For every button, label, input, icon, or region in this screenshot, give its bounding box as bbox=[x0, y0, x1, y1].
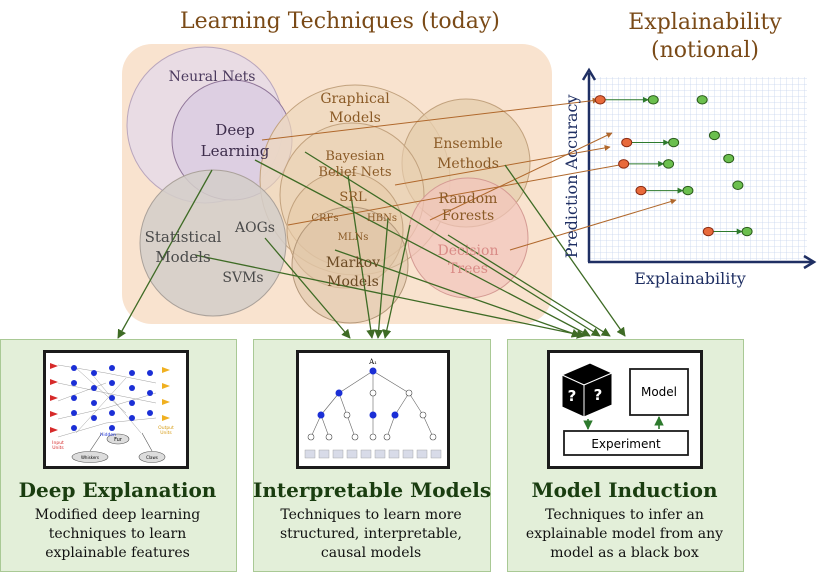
markov-label-2: Models bbox=[327, 274, 379, 290]
brown-arrows bbox=[261, 97, 677, 251]
interpretable-models-title: Interpretable Models bbox=[253, 478, 492, 502]
explainability-title-line2: (notional) bbox=[650, 38, 760, 63]
deep-explanation-desc-3: explainable features bbox=[45, 545, 190, 561]
hbns-label: HBNs bbox=[367, 213, 397, 224]
input-units-label: Units bbox=[52, 445, 64, 451]
graphical-models-label-2: Models bbox=[329, 110, 381, 126]
plot-xlabel: Explainability bbox=[634, 269, 746, 288]
target-point-4-1 bbox=[741, 226, 753, 237]
ensemble-label-2: Methods bbox=[437, 156, 499, 172]
random-forests-label-1: Random bbox=[438, 191, 498, 207]
target-point-3-1 bbox=[682, 185, 694, 196]
current-point-2-0 bbox=[618, 159, 630, 169]
plot-grid bbox=[589, 77, 807, 260]
statistical-models-circle bbox=[139, 169, 287, 317]
target-point-1-2 bbox=[708, 130, 720, 141]
experiment-box-label: Experiment bbox=[591, 437, 661, 451]
target-point-2-2 bbox=[732, 180, 744, 190]
whiskers-node: Whiskers bbox=[81, 455, 99, 460]
claws-node: Claws bbox=[146, 455, 158, 460]
graphical-models-label-1: Graphical bbox=[320, 91, 390, 107]
explainability-title-line1: Explainability bbox=[628, 10, 782, 35]
deep-explanation-desc-1: Modified deep learning bbox=[34, 507, 201, 523]
bayesian-label-1: Bayesian bbox=[325, 149, 385, 164]
crfs-label: CRFs bbox=[311, 213, 339, 224]
input-label: Input bbox=[52, 440, 64, 446]
ensemble-label-1: Ensemble bbox=[433, 136, 503, 152]
green-arrows bbox=[117, 151, 626, 339]
markov-label-1: Markov bbox=[325, 255, 381, 271]
target-point-0-1 bbox=[647, 95, 659, 105]
current-point-3-0 bbox=[635, 185, 647, 196]
markov-circle bbox=[291, 206, 409, 324]
mlns-label: MLNs bbox=[337, 232, 369, 243]
interpretable-models-desc-2: structured, interpretable, bbox=[279, 526, 463, 542]
neural-network-figure: Fur Whiskers Claws Input Units Hidden Ou… bbox=[50, 363, 174, 463]
model-induction-thumbnail: ? ? Model Experiment bbox=[547, 350, 703, 469]
interpretable-models-desc-3: causal models bbox=[320, 545, 422, 561]
interpretable-models-thumbnail: A₁ bbox=[296, 350, 450, 469]
current-point-1-0 bbox=[621, 137, 633, 148]
model-induction-desc-1: Techniques to infer an bbox=[545, 507, 704, 523]
target-point-2-1 bbox=[663, 159, 675, 169]
output-units-label: Units bbox=[160, 430, 172, 436]
aogs-label: AOGs bbox=[235, 220, 275, 236]
output-label: Output bbox=[158, 425, 174, 431]
deep-explanation-desc-2: techniques to learn bbox=[48, 526, 187, 542]
black-box-figure: ? ? Model Experiment bbox=[560, 362, 689, 456]
learning-techniques-title: Learning Techniques (today) bbox=[180, 9, 500, 34]
target-point-1-3 bbox=[723, 153, 735, 164]
model-induction-title: Model Induction bbox=[531, 478, 718, 502]
current-point-4-0 bbox=[702, 226, 714, 237]
random-forests-circle bbox=[407, 177, 529, 299]
target-point-1-1 bbox=[668, 137, 680, 148]
deep-learning-label-2: Learning bbox=[200, 142, 270, 160]
neural-nets-label: Neural Nets bbox=[168, 69, 256, 85]
deep-explanation-title: Deep Explanation bbox=[18, 478, 217, 502]
srl-label: SRL bbox=[339, 190, 367, 205]
bayesian-label-2: Belief Nets bbox=[318, 165, 392, 180]
random-forests-label-2: Forests bbox=[441, 208, 495, 224]
statistical-label-2: Models bbox=[155, 248, 211, 266]
model-induction-desc-2: explainable model from any bbox=[525, 526, 724, 542]
target-point-0-2 bbox=[696, 95, 708, 105]
plot-ylabel: Prediction Accuracy bbox=[561, 94, 581, 259]
current-point-0-0 bbox=[594, 95, 606, 105]
svms-label: SVMs bbox=[222, 270, 264, 286]
interpretable-models-desc-1: Techniques to learn more bbox=[280, 507, 462, 523]
decision-trees-label-1: Decision bbox=[437, 243, 499, 259]
tree-root-label: A₁ bbox=[368, 358, 377, 366]
model-induction-desc-3: model as a black box bbox=[550, 545, 699, 561]
deep-learning-label-1: Deep bbox=[215, 121, 255, 139]
fur-node: Fur bbox=[114, 437, 123, 443]
decision-tree-figure: A₁ bbox=[304, 358, 442, 459]
model-box-label: Model bbox=[641, 385, 677, 399]
statistical-label-1: Statistical bbox=[144, 228, 222, 246]
question-mark-left: ? bbox=[568, 387, 577, 405]
question-mark-right: ? bbox=[594, 386, 603, 404]
deep-explanation-thumbnail: Fur Whiskers Claws Input Units Hidden Ou… bbox=[43, 350, 189, 469]
scatter-layer bbox=[594, 95, 753, 237]
decision-trees-label-2: Trees bbox=[448, 261, 488, 277]
hidden-label: Hidden bbox=[100, 432, 116, 438]
